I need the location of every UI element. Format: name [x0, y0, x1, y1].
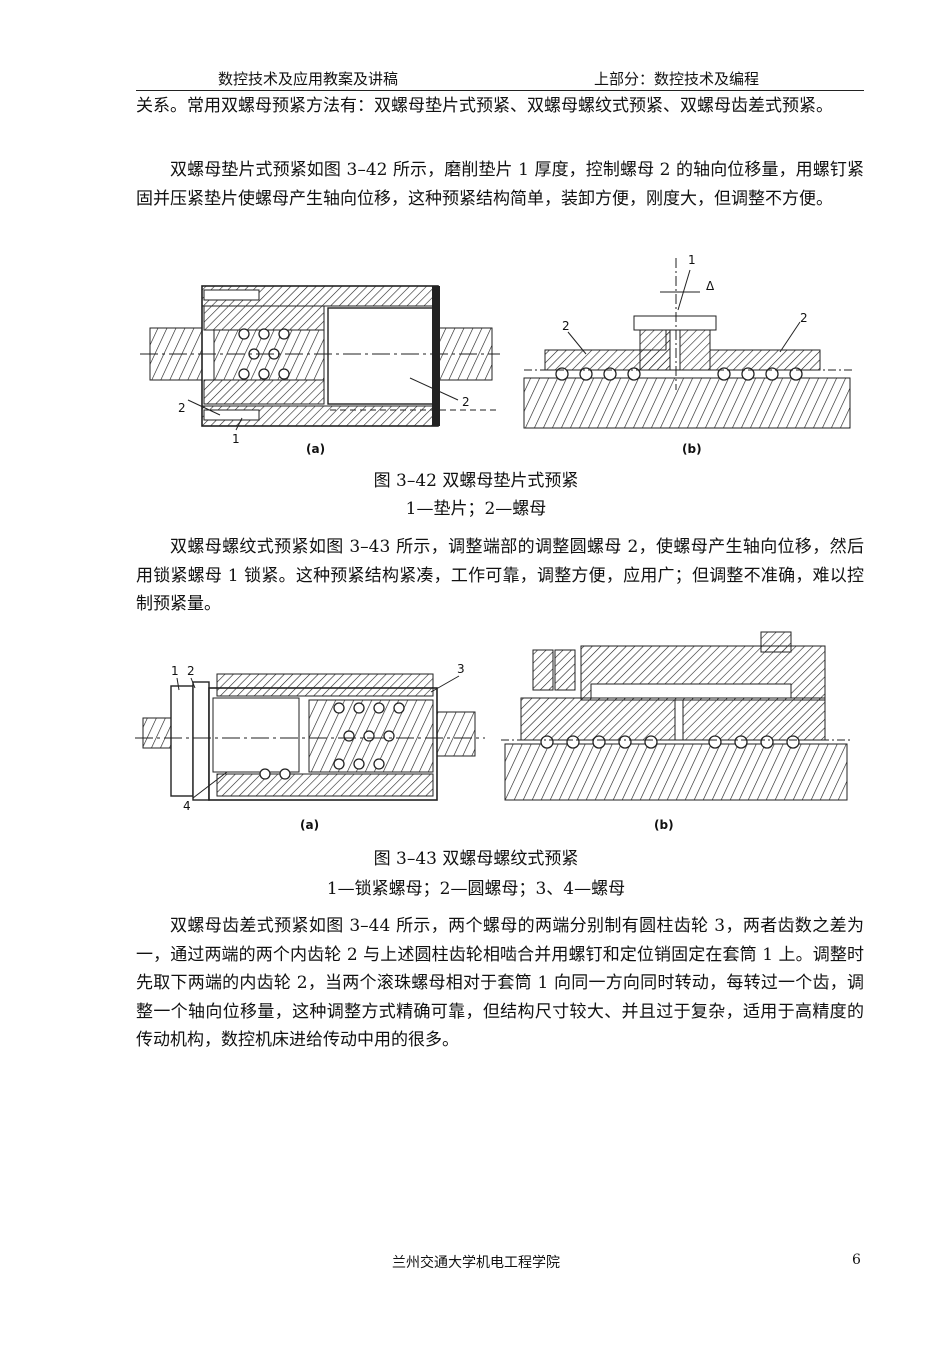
figure-3-42a: 2 1 2: [140, 285, 500, 446]
footer-institution: 兰州交通大学机电工程学院: [392, 1255, 560, 1271]
paragraph-4: 双螺母齿差式预紧如图 3–44 所示，两个螺母的两端分别制有圆柱齿轮 3，两者齿…: [136, 916, 864, 1050]
figure-3-43a: 1 2 3 4: [135, 662, 485, 813]
fig42b-label-2-left: 2: [562, 319, 570, 333]
figure-3-42-legend: 1—垫片；2—螺母: [405, 499, 547, 519]
fig43a-label-1: 1: [171, 664, 179, 678]
figure-3-43-drawing: 1 2 3 4: [135, 631, 851, 813]
figure-3-43b: [501, 631, 851, 801]
paragraph-3: 双螺母螺纹式预紧如图 3–43 所示，调整端部的调整圆螺母 2，使螺母产生轴向位…: [136, 537, 864, 614]
paragraph-1: 关系。常用双螺母预紧方法有：双螺母垫片式预紧、双螺母螺纹式预紧、双螺母齿差式预紧…: [136, 96, 833, 116]
page-header: 数控技术及应用教案及讲稿 上部分：数控技术及编程: [136, 64, 864, 91]
header-left-text: 数控技术及应用教案及讲稿: [218, 70, 399, 88]
figure-3-43-sub-b: (b): [654, 818, 674, 832]
figure-3-43-caption: 图 3–43 双螺母螺纹式预紧: [373, 849, 579, 869]
page-number: 6: [852, 1252, 861, 1268]
figure-3-42-sub-b: (b): [682, 442, 702, 456]
fig42a-label-2-left: 2: [178, 401, 186, 415]
fig43a-label-4: 4: [183, 799, 191, 813]
fig43a-label-2: 2: [187, 664, 195, 678]
figure-3-43-legend: 1—锁紧螺母；2—圆螺母；3、4—螺母: [326, 879, 626, 899]
fig42b-label-2-right: 2: [800, 311, 808, 325]
figure-3-42-sub-a: (a): [306, 442, 326, 456]
figure-3-42b: 1 Δ 2 2: [523, 253, 855, 429]
paragraph-2: 双螺母垫片式预紧如图 3–42 所示，磨削垫片 1 厚度，控制螺母 2 的轴向位…: [136, 160, 864, 209]
fig43a-label-3: 3: [457, 662, 465, 676]
fig42a-label-2-right: 2: [462, 395, 470, 409]
fig42b-label-delta: Δ: [706, 279, 715, 293]
figure-3-42-caption: 图 3–42 双螺母垫片式预紧: [373, 471, 579, 491]
header-right-text: 上部分：数控技术及编程: [594, 70, 760, 88]
figure-3-42-drawing: 2 1 2 1 Δ 2 2: [140, 253, 855, 446]
fig42a-label-1: 1: [232, 432, 240, 446]
figure-3-43-sub-a: (a): [300, 818, 320, 832]
fig42b-label-1: 1: [688, 253, 696, 267]
